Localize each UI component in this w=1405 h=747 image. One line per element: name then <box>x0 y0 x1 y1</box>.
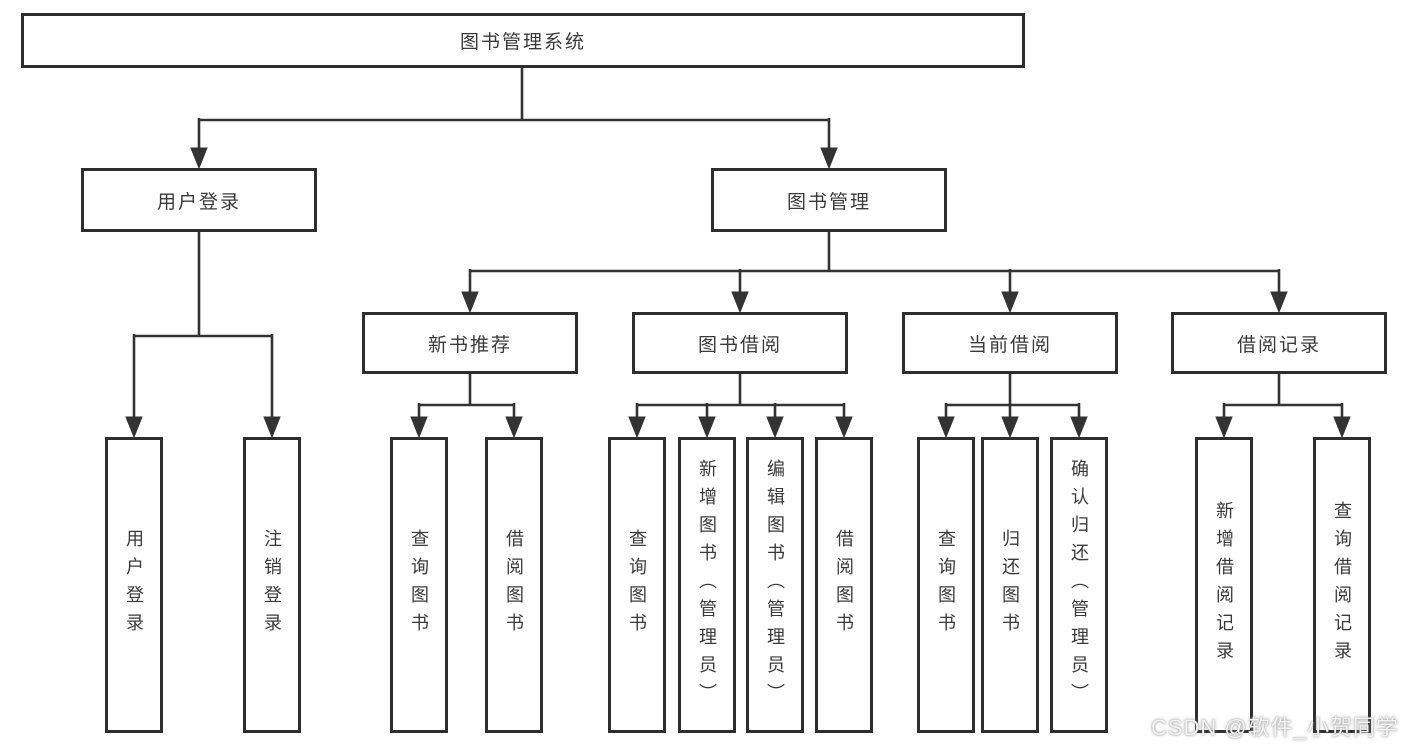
leaf-user-login-label: 用户登录 <box>124 529 144 641</box>
leaf-confirm-return-admin-label: 确认归还（管理员） <box>1069 459 1089 711</box>
node-book-borrow: 图书借阅 <box>632 312 848 374</box>
leaf-edit-book-admin-label: 编辑图书（管理员） <box>765 459 785 711</box>
node-borrow-records-label: 借阅记录 <box>1236 334 1321 356</box>
leaf-query-borrow-record: 查询借阅记录 <box>1313 437 1371 733</box>
node-borrow-records: 借阅记录 <box>1171 312 1387 374</box>
leaf-add-borrow-record-label: 新增借阅记录 <box>1214 501 1234 669</box>
node-user-login: 用户登录 <box>81 168 317 232</box>
leaf-query-books-recommend: 查询图书 <box>390 437 448 733</box>
leaf-logout-label: 注销登录 <box>262 529 282 641</box>
node-book-management: 图书管理 <box>711 168 947 232</box>
leaf-return-book-label: 归还图书 <box>1000 529 1020 641</box>
leaf-confirm-return-admin: 确认归还（管理员） <box>1050 437 1108 733</box>
node-new-book-recommend: 新书推荐 <box>362 312 578 374</box>
node-book-borrow-label: 图书借阅 <box>697 334 782 356</box>
leaf-return-book: 归还图书 <box>981 437 1039 733</box>
node-library-system-label: 图书管理系统 <box>459 32 586 53</box>
node-library-system: 图书管理系统 <box>21 13 1025 68</box>
leaf-edit-book-admin: 编辑图书（管理员） <box>746 437 804 733</box>
leaf-query-books-current: 查询图书 <box>917 437 975 733</box>
leaf-query-books-borrow-label: 查询图书 <box>627 529 647 641</box>
leaf-borrow-books-recommend-label: 借阅图书 <box>504 529 524 641</box>
leaf-borrow-books-borrow: 借阅图书 <box>815 437 873 733</box>
leaf-add-book-admin-label: 新增图书（管理员） <box>697 459 717 711</box>
node-current-borrow: 当前借阅 <box>902 312 1118 374</box>
leaf-query-books-recommend-label: 查询图书 <box>409 529 429 641</box>
leaf-query-borrow-record-label: 查询借阅记录 <box>1332 501 1352 669</box>
leaf-add-book-admin: 新增图书（管理员） <box>678 437 736 733</box>
leaf-borrow-books-borrow-label: 借阅图书 <box>834 529 854 641</box>
leaf-borrow-books-recommend: 借阅图书 <box>485 437 543 733</box>
node-user-login-label: 用户登录 <box>156 191 241 213</box>
leaf-user-login: 用户登录 <box>105 437 163 733</box>
leaf-add-borrow-record: 新增借阅记录 <box>1195 437 1253 733</box>
leaf-logout: 注销登录 <box>243 437 301 733</box>
leaf-query-books-current-label: 查询图书 <box>936 529 956 641</box>
node-new-book-recommend-label: 新书推荐 <box>427 334 512 356</box>
node-book-management-label: 图书管理 <box>786 191 871 213</box>
node-current-borrow-label: 当前借阅 <box>967 334 1052 356</box>
leaf-query-books-borrow: 查询图书 <box>608 437 666 733</box>
csdn-watermark: CSDN @软件_小贺同学 <box>1150 715 1399 740</box>
